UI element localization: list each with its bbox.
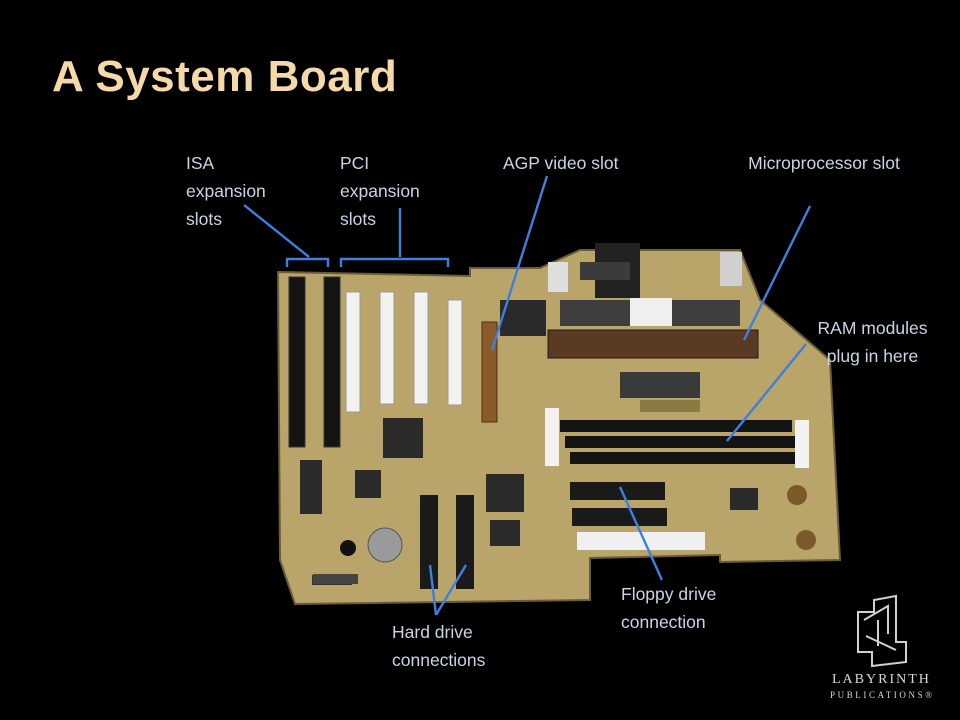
pci-bracket [339, 257, 450, 267]
hdd-leader-line [428, 564, 438, 616]
ram-module [560, 420, 792, 432]
ram-module [565, 436, 797, 448]
cpu-slot [547, 329, 759, 359]
pci-slot [379, 291, 395, 405]
ram-leader-line [726, 343, 807, 442]
agp-leader-line [490, 175, 549, 351]
ram-modules-label: RAM modules plug in here [817, 318, 928, 366]
logo-subtitle: PUBLICATIONS® [830, 690, 935, 700]
hdd-leader-line [434, 564, 468, 616]
floppy-leader-line [618, 486, 664, 581]
pci-expansion-slots-label: PCI expansion slots [340, 153, 420, 229]
agp-video-slot-label: AGP video slot [503, 153, 619, 173]
logo-name: LABYRINTH [832, 672, 931, 687]
floppy-connector [570, 482, 665, 500]
floppy-drive-connection-label: Floppy drive connection [621, 584, 717, 632]
ram-module [570, 452, 802, 464]
hdd-connector [456, 495, 474, 589]
isa-expansion-slots-label: ISA expansion slots [186, 153, 266, 229]
isa-bracket [285, 257, 330, 267]
hard-drive-connections-label: Hard drive connections [392, 622, 486, 670]
microprocessor-slot-label: Microprocessor slot [748, 153, 900, 173]
isa-slot [323, 276, 341, 448]
isa-leader-line [243, 204, 310, 258]
agp-slot [481, 321, 498, 423]
pci-slot [447, 299, 463, 406]
pci-slot [413, 291, 429, 405]
labyrinth-logo-mark [857, 594, 907, 668]
motherboard-photo [276, 243, 842, 606]
pci-slot [345, 291, 361, 413]
hdd-connector [420, 495, 438, 589]
leader-lines [243, 175, 812, 616]
isa-slot [288, 276, 306, 448]
cpu-leader-line [742, 205, 812, 341]
slide-title: A System Board [52, 52, 398, 101]
